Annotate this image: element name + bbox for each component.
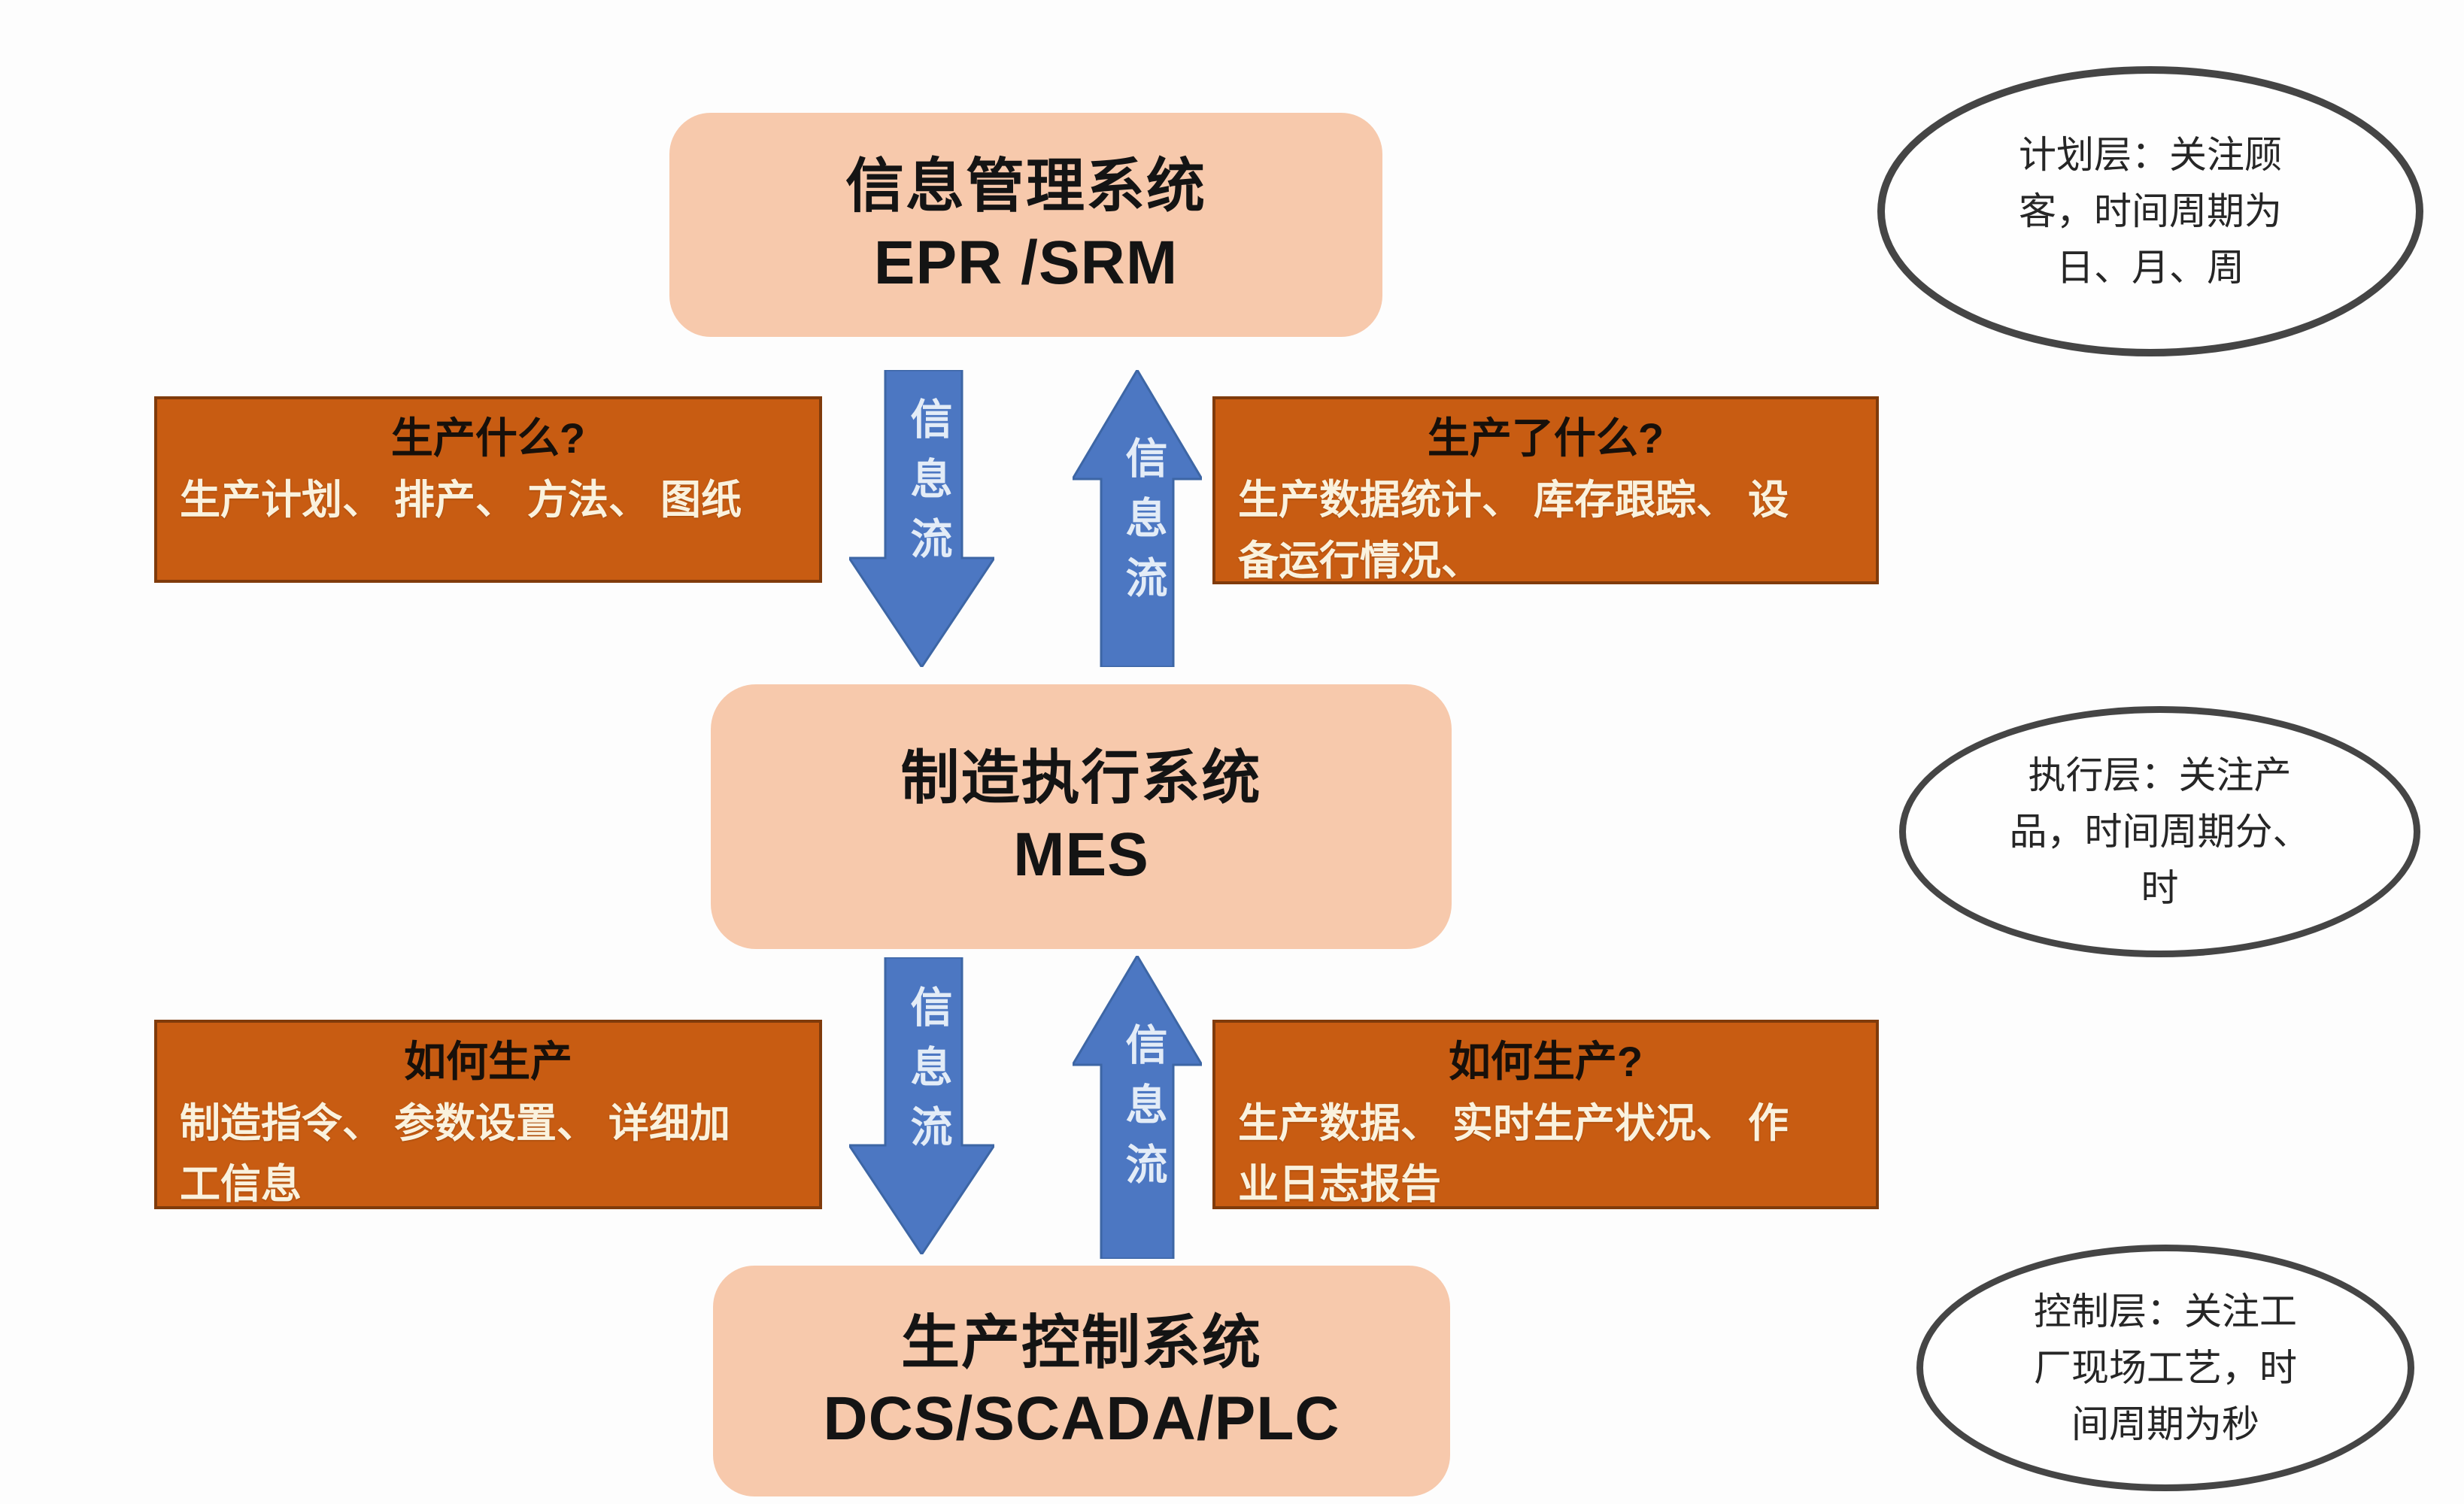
info-flow-label-up-top: 信息流 bbox=[1120, 436, 1167, 616]
control-box-subtitle: DCS/SCADA/PLC bbox=[823, 1384, 1340, 1454]
how-to-produce-panel: 如何生产 制造指令、 参数设置、 详细加 工信息 bbox=[154, 1020, 822, 1209]
what-was-produced-title: 生产了什么? bbox=[1427, 414, 1664, 462]
mes-box-title: 制造执行系统 bbox=[900, 744, 1262, 811]
control-layer-note: 控制层：关注工 厂现场工艺，时 间周期为秒 bbox=[2034, 1290, 2297, 1445]
info-flow-arrow-up-top bbox=[1073, 370, 1202, 667]
mes-box-subtitle: MES bbox=[1013, 820, 1149, 889]
execution-layer-note: 执行层：关注产 品，时间周期分、 时 bbox=[2009, 754, 2311, 909]
control-box: 生产控制系统 DCS/SCADA/PLC bbox=[713, 1266, 1450, 1496]
erp-box: 信息管理系统 EPR /SRM bbox=[669, 113, 1382, 337]
what-was-produced-body: 生产数据统计、 库存跟踪、 设 备运行情况、 bbox=[1238, 478, 1789, 584]
how-to-produce-title: 如何生产 bbox=[404, 1038, 572, 1085]
control-box-title: 生产控制系统 bbox=[900, 1308, 1262, 1375]
plan-layer-note: 计划层：关注顾 客，时间周期为 日、月、周 bbox=[2019, 133, 2282, 289]
what-to-produce-title: 生产什么? bbox=[390, 414, 586, 462]
execution-layer-ellipse: 执行层：关注产 品，时间周期分、 时 bbox=[1899, 706, 2420, 957]
erp-box-subtitle: EPR /SRM bbox=[873, 228, 1179, 297]
info-flow-arrow-down-top bbox=[849, 370, 994, 667]
what-was-produced-panel: 生产了什么? 生产数据统计、 库存跟踪、 设 备运行情况、 bbox=[1212, 396, 1879, 584]
info-flow-label-down-top: 信息流 bbox=[905, 397, 952, 577]
info-flow-arrow-up-bottom bbox=[1073, 956, 1202, 1259]
info-flow-arrow-down-bottom bbox=[849, 957, 994, 1254]
what-to-produce-body: 生产计划、 排产、 方法、 图纸 bbox=[180, 478, 742, 523]
what-to-produce-panel: 生产什么? 生产计划、 排产、 方法、 图纸 bbox=[154, 396, 822, 583]
control-layer-ellipse: 控制层：关注工 厂现场工艺，时 间周期为秒 bbox=[1916, 1245, 2414, 1491]
plan-layer-ellipse: 计划层：关注顾 客，时间周期为 日、月、周 bbox=[1877, 66, 2423, 356]
how-produced-body: 生产数据、 实时生产状况、 作 业日志报告 bbox=[1238, 1101, 1789, 1208]
how-produced-panel: 如何生产? 生产数据、 实时生产状况、 作 业日志报告 bbox=[1212, 1020, 1879, 1209]
info-flow-label-up-bottom: 信息流 bbox=[1120, 1023, 1167, 1202]
mes-box: 制造执行系统 MES bbox=[711, 684, 1452, 949]
erp-box-title: 信息管理系统 bbox=[845, 153, 1206, 220]
how-to-produce-body: 制造指令、 参数设置、 详细加 工信息 bbox=[180, 1101, 731, 1208]
info-flow-label-down-bottom: 信息流 bbox=[905, 985, 952, 1165]
how-produced-title: 如何生产? bbox=[1448, 1038, 1643, 1085]
